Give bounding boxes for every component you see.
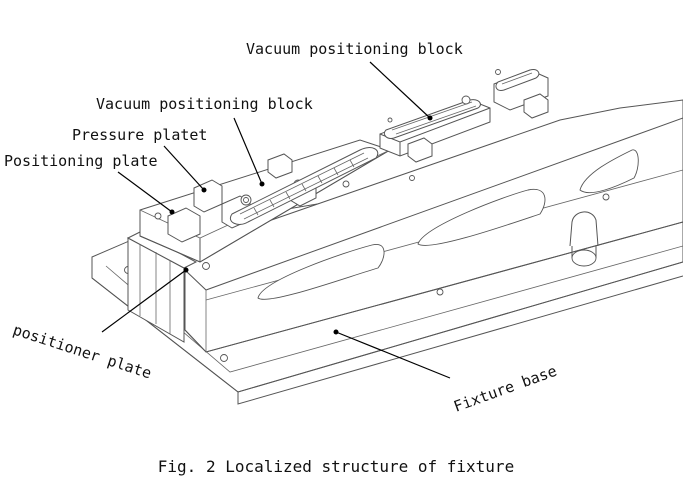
label-vacuum-block-upper: Vacuum positioning block (246, 40, 463, 58)
leader-vacuum-upper (369, 61, 431, 119)
leader-dot-vacuum-upper (427, 115, 433, 121)
leader-fixture-base (335, 331, 451, 379)
label-positioning-plate: Positioning plate (4, 152, 158, 170)
label-fixture-base: Fixture base (451, 362, 559, 416)
label-positioner-plate: positioner plate (11, 321, 154, 383)
fixture-base-drawing (91, 99, 683, 405)
label-pressure-platet: Pressure platet (72, 126, 207, 144)
leader-dot-positioning-plate (169, 209, 175, 215)
leader-dot-positioner-plate (183, 267, 189, 273)
leader-dot-vacuum-lower (259, 181, 265, 187)
leader-positioner-plate (101, 269, 187, 333)
vacuum-block-lower-drawing (230, 147, 379, 225)
leader-dot-fixture-base (333, 329, 339, 335)
leader-dot-pressure-platet (201, 187, 207, 193)
leader-pressure-platet (163, 145, 205, 191)
label-vacuum-block-lower: Vacuum positioning block (96, 95, 313, 113)
leader-vacuum-lower (233, 117, 263, 185)
leader-positioning-plate (117, 171, 173, 213)
figure-caption: Fig. 2 Localized structure of fixture (158, 457, 514, 476)
leader-lines (101, 61, 451, 379)
positioner-plate-drawing (126, 231, 198, 343)
vacuum-block-upper-drawing (379, 95, 491, 181)
vacuum-block-far-drawing (493, 69, 549, 119)
